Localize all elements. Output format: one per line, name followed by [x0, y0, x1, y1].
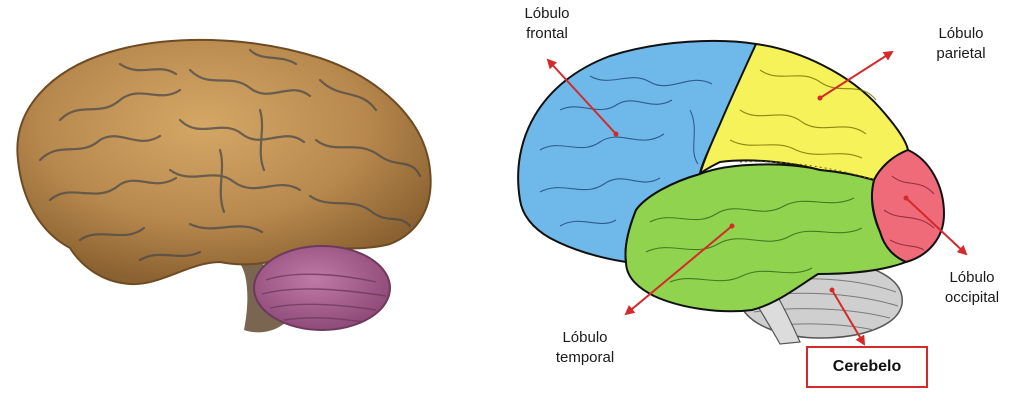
- label-lobulo-occipital: Lóbulo occipital: [932, 268, 1012, 308]
- label-cerebelo: Cerebelo: [833, 358, 901, 376]
- label-cerebelo-box: Cerebelo: [806, 346, 928, 388]
- real-cerebrum: [17, 40, 430, 284]
- label-lobulo-temporal: Lóbulo temporal: [540, 328, 630, 368]
- real-brain-illustration: [17, 40, 430, 333]
- label-lobulo-frontal: Lóbulo frontal: [512, 4, 582, 44]
- label-lobulo-parietal: Lóbulo parietal: [918, 24, 1004, 64]
- lobes-diagram: [518, 41, 944, 344]
